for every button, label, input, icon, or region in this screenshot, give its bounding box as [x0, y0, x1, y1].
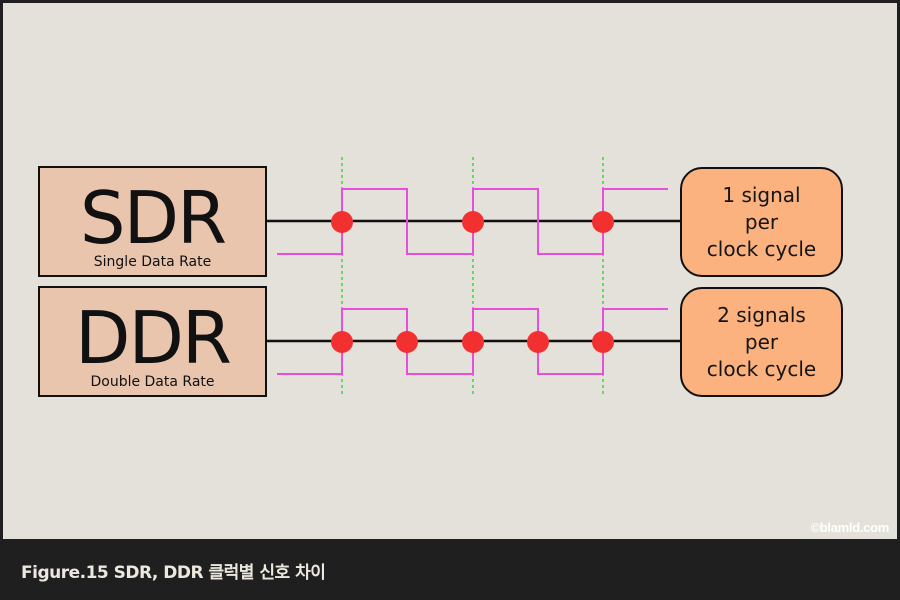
ddr-result-line-1: 2 signals	[717, 302, 806, 327]
ddr-subtitle: Double Data Rate	[90, 374, 215, 390]
diagram-canvas: SDR Single Data Rate DDR Double Data Rat…	[3, 3, 897, 539]
watermark: ©blamld.com	[810, 520, 889, 535]
sdr-title: SDR	[79, 176, 227, 260]
sdr-label-box: SDR Single Data Rate	[38, 166, 267, 277]
figure-caption: Figure.15 SDR, DDR 클럭별 신호 차이	[21, 563, 326, 583]
sdr-subtitle: Single Data Rate	[93, 254, 212, 270]
ddr-sample-points	[331, 331, 614, 353]
sdr-sample-points	[331, 211, 614, 233]
ddr-label-box: DDR Double Data Rate	[38, 286, 267, 397]
sdr-result-line-1: 1 signal	[722, 182, 801, 207]
ddr-title: DDR	[75, 296, 232, 380]
ddr-result-box: 2 signals per clock cycle	[680, 287, 843, 397]
timing-waveform	[267, 157, 681, 394]
sdr-result-line-2: per	[744, 209, 779, 234]
sdr-result-line-3: clock cycle	[706, 236, 817, 261]
ddr-result-line-3: clock cycle	[706, 356, 817, 381]
sdr-result-box: 1 signal per clock cycle	[680, 167, 843, 277]
ddr-result-line-2: per	[744, 329, 779, 354]
